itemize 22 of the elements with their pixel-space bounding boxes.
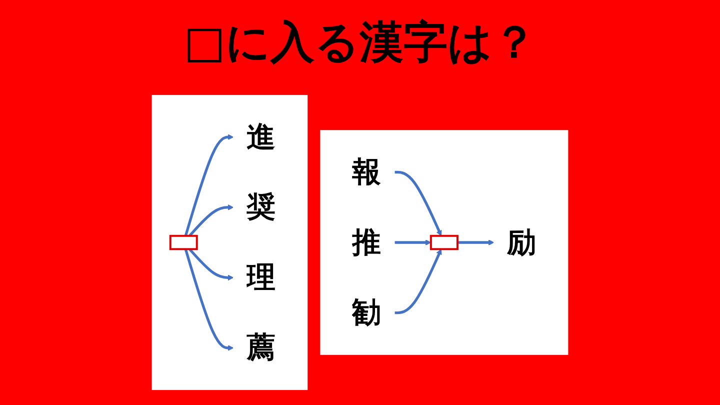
- node-box: [430, 234, 458, 250]
- node-text: 進: [246, 120, 276, 154]
- arrow: [457, 240, 494, 246]
- arrow: [394, 240, 432, 246]
- node-text: 理: [246, 260, 276, 294]
- cluster: [320, 130, 568, 355]
- arrow: [188, 204, 234, 237]
- arrow: [188, 248, 234, 281]
- arrow: [394, 170, 442, 236]
- cluster: [152, 94, 308, 390]
- node-text: 励: [507, 225, 536, 260]
- arrow: [184, 134, 234, 236]
- title: □に入る漢字は？: [182, 16, 538, 70]
- node-text: 報: [352, 154, 382, 189]
- node-text: 勧: [352, 296, 382, 330]
- node-box: [169, 234, 198, 250]
- node-text: 推: [352, 225, 382, 260]
- arrow: [394, 248, 442, 314]
- puzzle-panel: 進 奨 理 薦 報 推 励 勧: [10, 90, 710, 395]
- node-text: 奨: [246, 190, 276, 224]
- node-text: 薦: [246, 330, 276, 364]
- arrow: [184, 248, 234, 351]
